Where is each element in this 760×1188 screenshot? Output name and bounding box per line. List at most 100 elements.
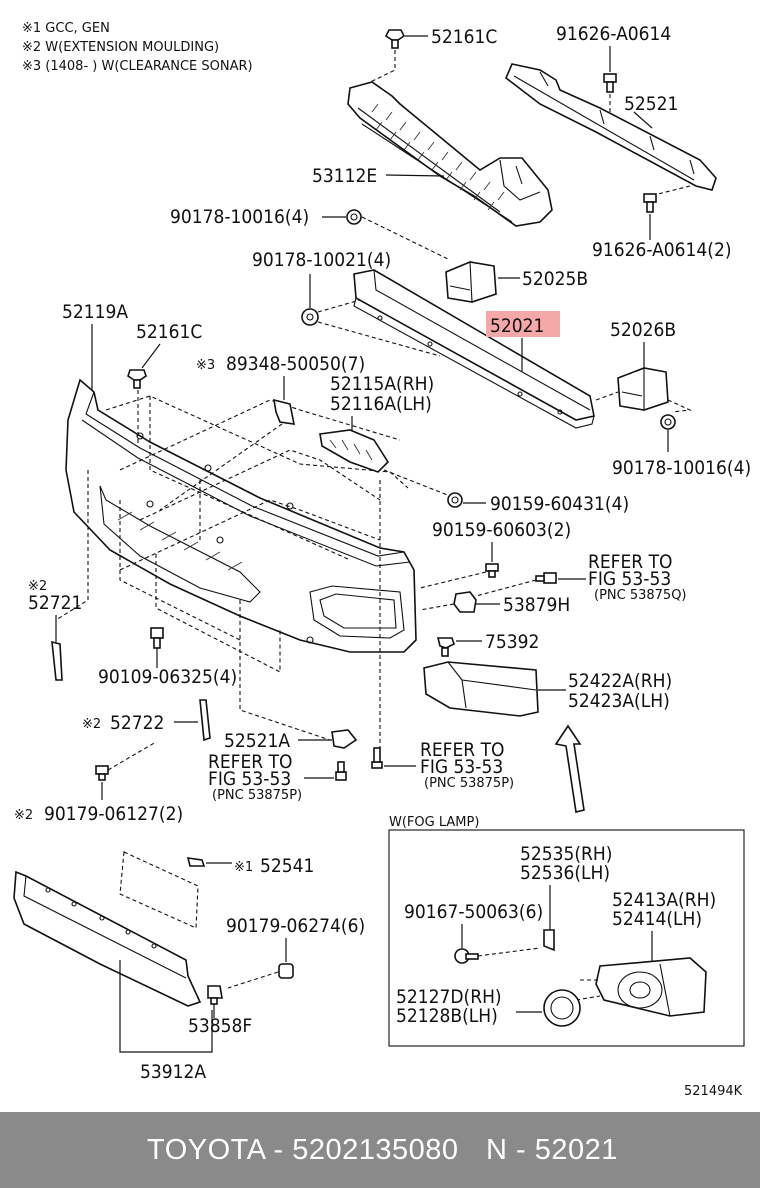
radiator-support-53112e[interactable] (347, 81, 553, 227)
clip-53858f[interactable] (207, 985, 223, 1005)
refer1-line2[interactable]: FIG 53-53 (588, 568, 671, 590)
label-90178-10016-b[interactable]: 90178-10016(4) (612, 457, 751, 479)
screw-refer2[interactable] (335, 761, 347, 781)
label-75392[interactable]: 75392 (485, 631, 539, 653)
label-90159-60431[interactable]: 90159-60431(4) (490, 493, 629, 515)
screw-90159-60603[interactable] (485, 563, 499, 578)
refer2-line2[interactable]: FIG 53-53 (208, 768, 291, 790)
label-91626-a0614-bottom[interactable]: 91626-A0614(2) (592, 239, 732, 261)
mark-90179-06127: ※2 (14, 808, 33, 823)
label-90109-06325[interactable]: 90109-06325(4) (98, 666, 237, 688)
label-52119a[interactable]: 52119A (62, 301, 128, 323)
fog-lamp-box (388, 829, 745, 1047)
nut-90178-10016-b[interactable] (660, 414, 676, 430)
bolt-91626-a0614-top[interactable] (603, 73, 617, 93)
bumper-cover-52119a[interactable] (65, 378, 417, 653)
clip-52161c-top[interactable] (384, 29, 406, 49)
nut-90159-60431[interactable] (447, 492, 463, 508)
refer3-line1[interactable]: REFER TO (420, 739, 505, 761)
label-52722[interactable]: 52722 (110, 712, 164, 734)
moulding-52722[interactable] (199, 699, 211, 742)
diagram-canvas: ※1 GCC, GEN ※2 W(EXTENSION MOULDING) ※3 … (13, 21, 751, 1099)
sonar-89348-50050[interactable] (273, 398, 296, 425)
mark-52721: ※2 (28, 579, 47, 594)
bolt-90109-06325[interactable] (150, 627, 164, 649)
note-3: ※3 (1408- ) W(CLEARANCE SONAR) (22, 59, 253, 74)
mark-52541: ※1 (234, 860, 253, 875)
label-52116a[interactable]: 52116A(LH) (330, 393, 432, 415)
plate-52541[interactable] (119, 851, 199, 929)
label-53912a[interactable]: 53912A (140, 1061, 206, 1083)
refer2-line1[interactable]: REFER TO (208, 751, 293, 773)
highlight-52021 (486, 311, 560, 337)
refer3-line3[interactable]: (PNC 53875P) (424, 776, 514, 791)
bracket-52026b[interactable] (617, 367, 669, 411)
label-53879h[interactable]: 53879H (503, 594, 570, 616)
screw-90167-50063[interactable] (454, 948, 479, 964)
clip-52161c-mid[interactable] (127, 369, 147, 389)
bracket-52025b[interactable] (445, 261, 497, 303)
label-52127d[interactable]: 52127D(RH) (396, 986, 502, 1008)
label-53858f[interactable]: 53858F (188, 1015, 252, 1037)
bumper-reinforcement-52521[interactable] (505, 63, 717, 191)
refer3-line2[interactable]: FIG 53-53 (420, 756, 503, 778)
label-90179-06274[interactable]: 90179-06274(6) (226, 915, 365, 937)
moulding-52721[interactable] (51, 640, 63, 681)
cover-52422a[interactable] (423, 661, 539, 717)
ring-52127d[interactable] (543, 989, 581, 1027)
mark-89348: ※3 (196, 358, 215, 373)
note-2: ※2 W(EXTENSION MOULDING) (22, 40, 219, 55)
mark-52722: ※2 (82, 717, 101, 732)
label-52025b[interactable]: 52025B (522, 268, 588, 290)
label-52521a[interactable]: 52521A (224, 730, 290, 752)
label-52161c-top[interactable]: 52161C (431, 26, 497, 48)
bolt-91626-a0614-bottom[interactable] (643, 193, 657, 213)
fog-lamp-52413a[interactable] (595, 957, 707, 1017)
clip-52541[interactable] (186, 857, 206, 867)
label-52413a[interactable]: 52413A(RH) (612, 889, 716, 911)
label-52115a[interactable]: 52115A(RH) (330, 373, 434, 395)
label-52422a[interactable]: 52422A(RH) (568, 670, 672, 692)
label-52423a[interactable]: 52423A(LH) (568, 690, 670, 712)
nut-90179-06274[interactable] (278, 963, 294, 979)
label-53112e[interactable]: 53112E (312, 165, 377, 187)
fog-box-title: W(FOG LAMP) (389, 815, 479, 830)
label-90179-06127[interactable]: 90179-06127(2) (44, 803, 183, 825)
retainer-52521a[interactable] (331, 729, 358, 749)
screw-refer3[interactable] (371, 747, 383, 769)
label-90178-10021[interactable]: 90178-10021(4) (252, 249, 391, 271)
clip-75392[interactable] (436, 637, 455, 657)
nut-90178-10021[interactable] (301, 308, 319, 326)
bumper-arm-52021[interactable] (353, 269, 595, 429)
label-52128b[interactable]: 52128B(LH) (396, 1005, 498, 1027)
label-52535[interactable]: 52535(RH) (520, 843, 612, 865)
front-arrow (554, 724, 585, 813)
note-1: ※1 GCC, GEN (22, 21, 110, 36)
nut-90178-10016-a[interactable] (346, 209, 362, 225)
label-52021[interactable]: 52021 (490, 315, 544, 337)
label-52026b[interactable]: 52026B (610, 319, 676, 341)
label-52414[interactable]: 52414(LH) (612, 908, 702, 930)
label-52536[interactable]: 52536(LH) (520, 862, 610, 884)
label-91626-a0614-top[interactable]: 91626-A0614 (556, 23, 671, 45)
screw-refer1[interactable] (535, 572, 557, 584)
bracket-52535[interactable] (543, 929, 555, 952)
label-52541[interactable]: 52541 (260, 855, 314, 877)
label-90178-10016-a[interactable]: 90178-10016(4) (170, 206, 309, 228)
bracket-52115a[interactable] (319, 429, 390, 473)
footer-part-number: TOYOTA - 5202135080 (147, 1134, 459, 1166)
refer1-line1[interactable]: REFER TO (588, 551, 673, 573)
label-89348-50050[interactable]: 89348-50050(7) (226, 353, 365, 375)
under-cover-53912a[interactable] (13, 870, 202, 1007)
retainer-53879h[interactable] (453, 591, 477, 613)
parts-diagram: ※1 GCC, GEN ※2 W(EXTENSION MOULDING) ※3 … (13, 21, 752, 1099)
nut-90179-06127[interactable] (95, 765, 109, 781)
label-90159-60603[interactable]: 90159-60603(2) (432, 519, 571, 541)
footer-pnc: N - 52021 (486, 1134, 618, 1166)
label-52721[interactable]: 52721 (28, 592, 82, 614)
refer2-line3[interactable]: (PNC 53875P) (212, 788, 302, 803)
label-52521[interactable]: 52521 (624, 93, 678, 115)
refer1-line3[interactable]: (PNC 53875Q) (594, 588, 687, 603)
label-90167-50063[interactable]: 90167-50063(6) (404, 901, 543, 923)
label-52161c-mid[interactable]: 52161C (136, 321, 202, 343)
